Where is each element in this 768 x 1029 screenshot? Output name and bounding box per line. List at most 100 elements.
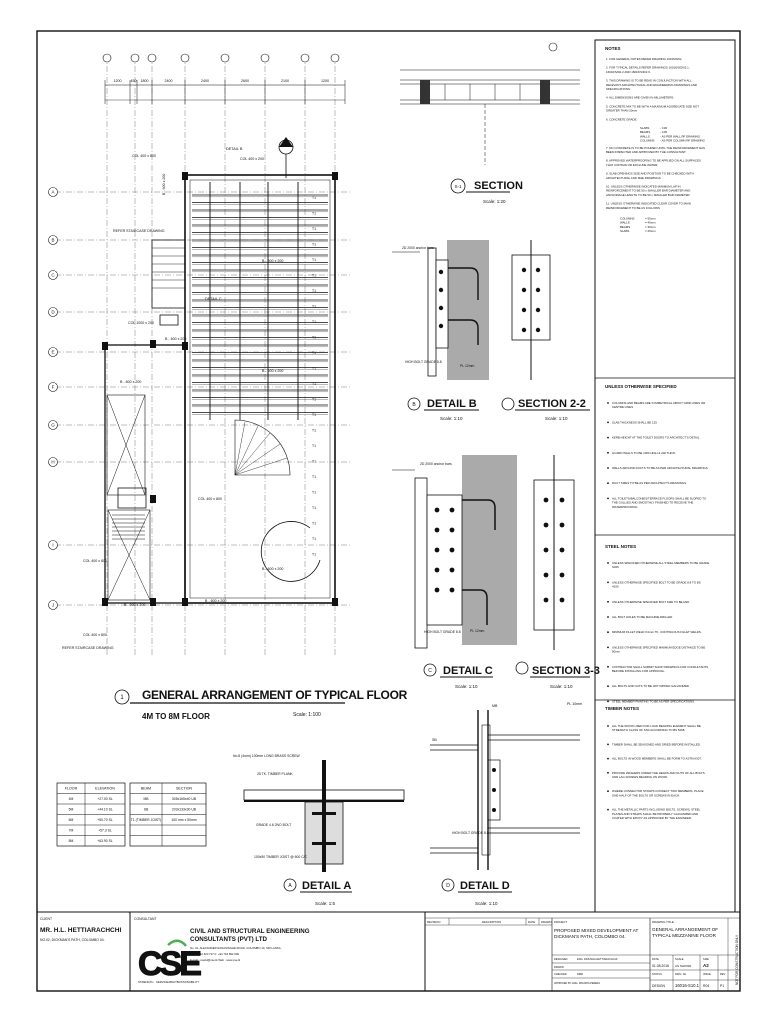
joist-label: T1 — [312, 274, 316, 278]
joist-label: T1 — [312, 305, 316, 309]
detail-c-bubble: C — [428, 668, 432, 674]
section-3-3: SECTION 3-3 Scale: 1:10 — [515, 455, 600, 689]
company-tel: T: +94 112 623 727 F: +94 718 892 909 — [190, 952, 239, 956]
beam-table-cell: SB — [144, 808, 149, 812]
dwg-label: DWG. No. — [675, 972, 687, 976]
grid-bubble-label: C — [51, 273, 55, 278]
timber-item: TIMBER SHALL BE SEASONED AND DRIED BEFOR… — [612, 742, 701, 746]
scale-label: SCALE — [675, 957, 684, 961]
detail-d-title: DETAIL D — [460, 880, 510, 892]
joist-label: T1 — [312, 382, 316, 386]
floor-table-cell: +50.70 SL — [97, 818, 113, 822]
beam-table-header: BEAM — [141, 787, 151, 791]
floor-table-cell: 5M — [69, 808, 74, 812]
checked-value: DMR — [577, 972, 583, 976]
dimension-value: 1200 — [114, 79, 122, 83]
detail-c: 2D 2000 anchor bars HIGH BOLT GRADE 8.8 … — [392, 455, 517, 689]
beam-table-cell: 100 mm x 50mm — [171, 818, 196, 822]
floor-table-header: ELEVATION — [95, 787, 115, 791]
detail-d-scale: Scale: 1:10 — [475, 901, 498, 906]
logo-tag: SUSTAINABILITY — [177, 980, 199, 984]
unless-item: WALLS AROUND DUCTS TO BE AS PER ARCHITEC… — [612, 466, 708, 470]
sheet-border — [36, 30, 741, 992]
title-label: DRAWING TITLE — [652, 920, 674, 924]
label-timber-plank: 25 TK. TIMBER PLANK — [257, 772, 293, 776]
detail-d-bubble: D — [446, 883, 450, 889]
label-hsbolt: HIGH BOLT GRADE 8.8 — [424, 630, 461, 634]
detail-b-scale: Scale: 1:10 — [440, 416, 463, 421]
unless-item: CENTRE LINES — [612, 405, 633, 409]
note-item: BEEN INSPECTED AND APPROVED BY THE CONSU… — [606, 150, 686, 154]
grid-bubble-label: G — [51, 423, 55, 428]
logo-tag: SERVICEABILITY — [156, 980, 179, 984]
client-address: NO.02, DICKMAN'S PATH, COLOMBO 04. — [40, 938, 105, 942]
company-name-line2: CONSULTANTS (PVT) LTD — [190, 936, 268, 943]
rev-value: P1 — [720, 984, 724, 988]
label-pl10: PL 10mm — [567, 702, 582, 706]
label-column: COL 400 x 800 — [83, 633, 107, 637]
timber-item: ALL THE WOOD USED FOR LOAD BEARING ELEME… — [612, 724, 701, 728]
timber-item: ALL THE METALLIC PARTS INCLUDING BOLTS, … — [612, 808, 701, 812]
scale-value: AS SHOWN — [675, 964, 691, 968]
label-column: COL 400 x 200 — [240, 157, 264, 161]
note-item: REINFORCEMENT TO BE AS FOLLOWS — [606, 206, 660, 210]
grid-bubble-label: H — [51, 460, 54, 465]
steel-item: UNLESS OTHERWISE SPECIFIED BOLT TO BE GR… — [612, 580, 701, 584]
timber-item: STRENGTH CLASS OF SN4 ACCORDING TO BS 52… — [612, 728, 685, 732]
label-beam: B - 600 x 200 — [262, 369, 283, 373]
rev-header: DATE — [528, 920, 535, 924]
grid-bubble-label: F — [52, 385, 55, 390]
timber-item: AND LAG SCREWS BEARING ON WOOD. — [612, 775, 668, 779]
beam-table-cell: MB — [143, 797, 149, 801]
joist-label: T1 — [312, 367, 316, 371]
floor-table-cell: 6M — [69, 818, 74, 822]
joist-label: T1 — [312, 212, 316, 216]
dimension-value: 2100 — [281, 79, 289, 83]
steel-item: BEFORE INSTALLING FOR APPROVAL. — [612, 669, 665, 673]
grade-value: - C30 — [660, 130, 667, 134]
grade-value: - AS PER COLUMN RF DRAWING — [660, 139, 706, 143]
label-hsbolt: HIGH BOLT GRADE 8.8 — [452, 831, 489, 835]
notes-column: NOTES UNLESS OTHERWISE SPECIFIED STEEL N… — [595, 46, 735, 820]
section-scale: Scale: 1:20 — [483, 199, 506, 204]
cover-value: = 50mm — [645, 217, 656, 221]
section-2-2-title: SECTION 2-2 — [518, 398, 586, 410]
note-item: RELEVANT ARCHITECTURAL AND ENGINEERING D… — [606, 83, 697, 87]
floor-table-cell: +63.90 SL — [97, 839, 113, 843]
joist-label: T1 — [312, 196, 316, 200]
section-title: SECTION — [474, 180, 523, 192]
size-label: SIZE — [703, 957, 709, 961]
label-beam: B - 600 x 200 — [262, 567, 283, 571]
unless-item: ALL TOILETS/BALCONIES/TERRACE FLOORS SHA… — [612, 496, 707, 500]
detail-a-bubble: A — [288, 883, 292, 889]
note-item: 9. SLAB OPENINGS SIZE AND POSITION TO BE… — [606, 172, 694, 176]
cover-item: BEAMS — [620, 225, 630, 229]
label-beam: B - 600 x 200 — [124, 603, 145, 607]
ga-title-bubble: 1 — [120, 695, 124, 701]
cover-value: = 40mm — [645, 221, 656, 225]
grade-item: SLABS — [640, 126, 649, 130]
client-label: CLIENT — [40, 917, 52, 921]
floor-table-cell: 7M — [69, 829, 74, 833]
note-item: ANCHORAGE LENGTH TO BE 50 x SMALLER BAR … — [606, 193, 690, 197]
dimension-value: 1800 — [141, 79, 149, 83]
label-timber-joist: 100x50 TIMBER JOIST @ 600 C/C — [254, 855, 308, 859]
floor-table-header: FLOOR — [65, 787, 78, 791]
joist-label: T1 — [312, 413, 316, 417]
joist-label: T1 — [312, 522, 316, 526]
dimension-value: 2400 — [165, 79, 173, 83]
unless-item: KERB HEIGHT AT THE TOILET DOORS TO ARCHI… — [612, 436, 700, 440]
designed-label: DESIGNED — [554, 957, 568, 961]
timber-item: ALL BOLTS IN WOOD MEMBERS SHALL BE FORM … — [612, 757, 702, 761]
dwg-value: 16016-S10.1 — [675, 983, 700, 988]
project-label: PROJECT — [554, 920, 567, 924]
detail-b: 2D 2000 anchor bars HIGH BOLT GRADE 8.8 … — [392, 240, 489, 421]
note-item: 3. THIS DRAWING IS TO BE READ IN CONJUNC… — [606, 79, 692, 83]
timber-item: ONE-HALF OF THE BOLTS OR SCREWS IN EACH. — [612, 793, 680, 797]
section-3-3-title: SECTION 3-3 — [532, 665, 600, 677]
rev-header: DESCRIPTION — [482, 920, 501, 924]
date-value: 01.08.2016 — [652, 964, 669, 968]
label-beam: B - 600 x 200 — [120, 380, 141, 384]
note-item: ARCHITECTURAL AND M&E DRAWINGS. — [606, 176, 662, 180]
